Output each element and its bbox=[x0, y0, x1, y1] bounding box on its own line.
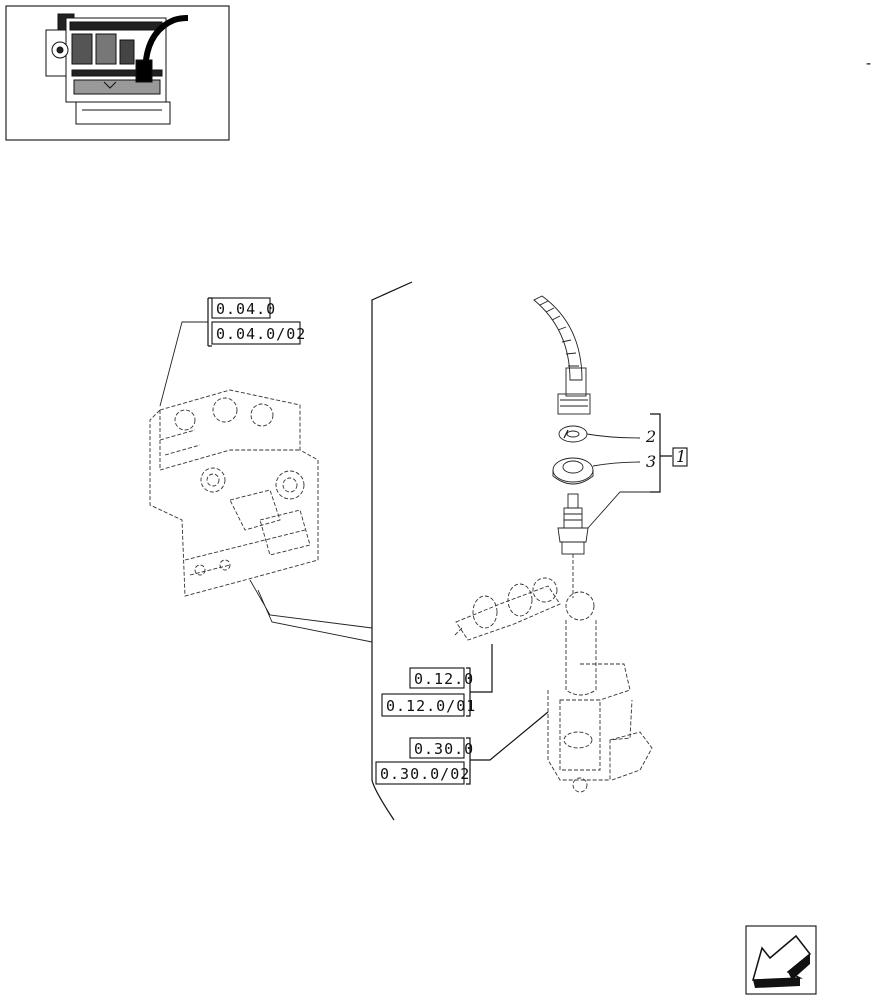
camshaft-drawing bbox=[454, 577, 561, 641]
back-arrow-icon[interactable] bbox=[745, 925, 817, 995]
ref-group-camshaft: 0.12.0 0.12.0/01 bbox=[381, 644, 493, 717]
tachometer-cable-drawing bbox=[533, 295, 591, 415]
ref-group-block: 0.04.0 0.04.0/02 bbox=[159, 297, 306, 407]
ref-label-cam-b: 0.12.0/01 bbox=[386, 697, 476, 715]
engine-block-drawing bbox=[149, 389, 319, 597]
kit-ref-number: 1 bbox=[676, 447, 686, 466]
oil-pump-drawing bbox=[547, 591, 653, 793]
engine-thumbnail-icon[interactable] bbox=[5, 5, 230, 141]
ref-group-pump: 0.30.0 0.30.0/02 bbox=[375, 711, 549, 785]
ref-box-block-a[interactable] bbox=[211, 297, 271, 319]
ref-box-block-b[interactable] bbox=[211, 321, 301, 345]
item2-number: 2 bbox=[645, 427, 656, 446]
ref-label-cam-a: 0.12.0 bbox=[414, 670, 474, 688]
drive-sensor-part bbox=[557, 493, 589, 598]
ref-label-block-a: 0.04.0 bbox=[216, 300, 276, 318]
corner-mark: - bbox=[864, 54, 874, 72]
kit-ref-box[interactable] bbox=[672, 447, 688, 467]
kit-bracket bbox=[650, 413, 672, 493]
ref-box-cam-b[interactable] bbox=[381, 693, 465, 717]
item3-number: 3 bbox=[646, 452, 656, 471]
circlip-part bbox=[558, 425, 588, 443]
block-leader-line bbox=[249, 579, 373, 643]
ref-box-pump-b[interactable] bbox=[375, 761, 465, 785]
group-divider-line bbox=[371, 281, 413, 821]
ref-label-block-b: 0.04.0/02 bbox=[216, 325, 306, 343]
ref-label-pump-b: 0.30.0/02 bbox=[380, 765, 470, 783]
ref-label-pump-a: 0.30.0 bbox=[414, 740, 474, 758]
item3-leader bbox=[592, 461, 641, 467]
washer-part bbox=[552, 457, 594, 485]
item1-leader bbox=[587, 491, 660, 529]
ref-box-cam-a[interactable] bbox=[409, 667, 465, 689]
item2-leader bbox=[586, 433, 641, 439]
ref-box-pump-a[interactable] bbox=[409, 737, 465, 759]
